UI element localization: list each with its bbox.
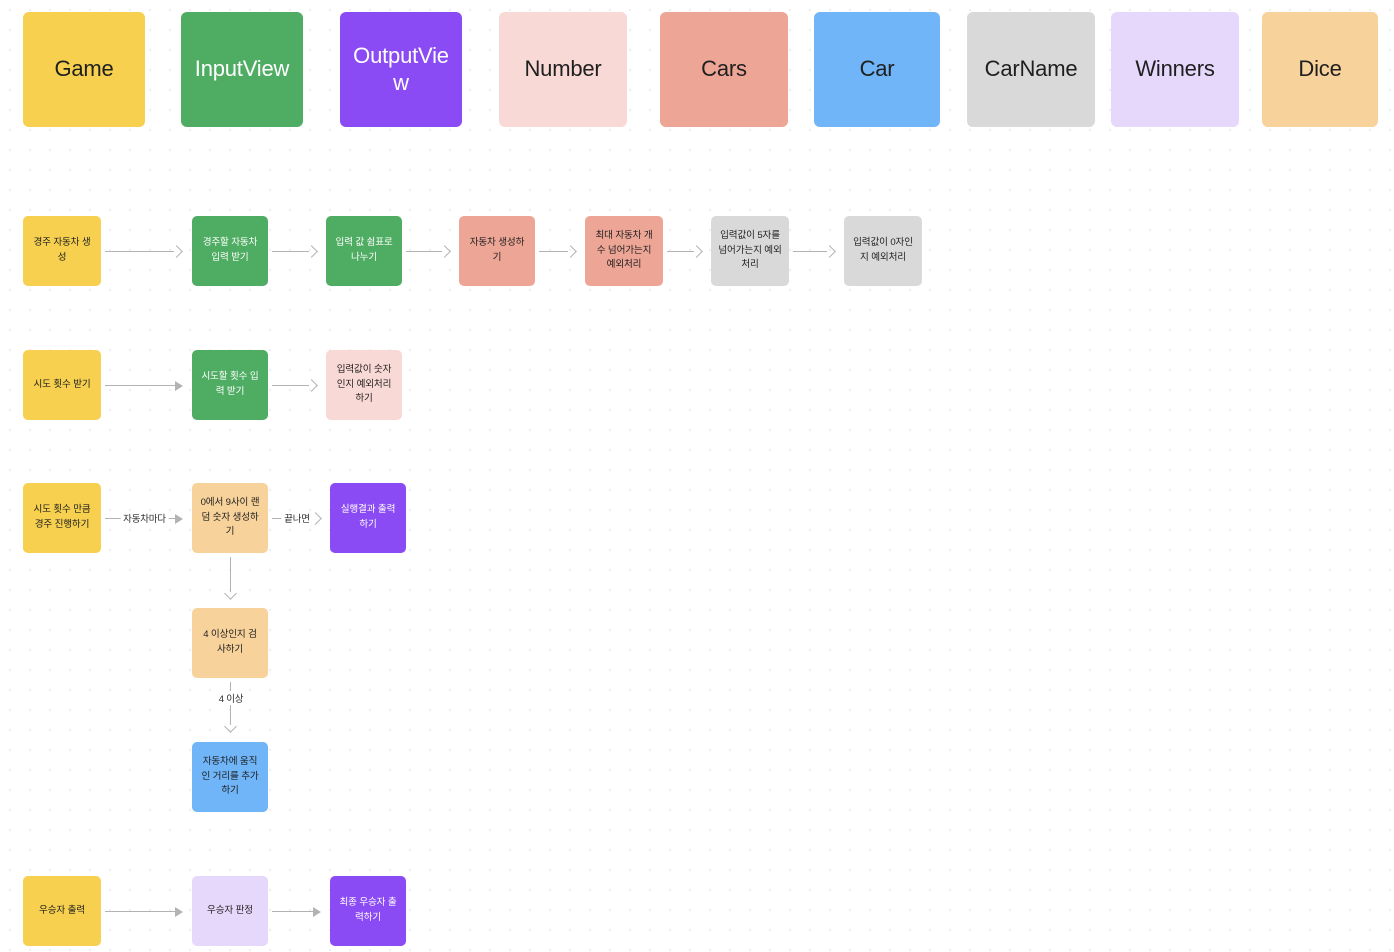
edge-arrowhead-e12 xyxy=(223,720,237,733)
flow-node-print-final-winners[interactable]: 최종 우승자 출력하기 xyxy=(330,876,406,946)
edge-line-e2 xyxy=(272,251,309,252)
flow-node-judge-winners[interactable]: 우승자 판정 xyxy=(192,876,268,946)
flow-node-input-try-count[interactable]: 시도할 횟수 입력 받기 xyxy=(192,350,268,420)
edge-arrowhead-e9 xyxy=(175,513,183,524)
flow-node-input-cars[interactable]: 경주할 자동차 입력 받기 xyxy=(192,216,268,286)
flow-node-race-by-try-count[interactable]: 시도 횟수 만큼 경주 진행하기 xyxy=(23,483,101,553)
edge-arrowhead-e2 xyxy=(305,244,318,258)
edge-line-e8 xyxy=(272,385,309,386)
flow-node-print-winners[interactable]: 우승자 출력 xyxy=(23,876,101,946)
edge-arrowhead-e14 xyxy=(313,906,321,917)
flow-node-create-cars[interactable]: 경주 자동차 생성 xyxy=(23,216,101,286)
edge-arrowhead-e1 xyxy=(170,244,183,258)
flow-node-add-distance[interactable]: 자동차에 움직인 거리를 추가하기 xyxy=(192,742,268,812)
edge-arrowhead-e7 xyxy=(175,380,183,391)
flow-node-check-ge-4[interactable]: 4 이상인지 검사하기 xyxy=(192,608,268,678)
edge-line-e5 xyxy=(667,251,694,252)
flow-node-len5-exception[interactable]: 입력값이 5자를 넘어가는지 예외처리 xyxy=(711,216,789,286)
class-card-dice[interactable]: Dice xyxy=(1262,12,1378,127)
edge-label-e12: 4 이상 xyxy=(215,691,247,705)
class-card-cars[interactable]: Cars xyxy=(660,12,788,127)
edge-arrowhead-e6 xyxy=(823,244,836,258)
flow-node-get-try-count[interactable]: 시도 횟수 받기 xyxy=(23,350,101,420)
edge-arrowhead-e4 xyxy=(564,244,577,258)
edge-arrowhead-e3 xyxy=(438,244,451,258)
edge-label-e10: 끝나면 xyxy=(281,511,313,525)
edge-line-e11 xyxy=(230,557,231,592)
class-card-number[interactable]: Number xyxy=(499,12,627,127)
edge-line-e6 xyxy=(793,251,827,252)
flow-node-len0-exception[interactable]: 입력값이 0자인지 예외처리 xyxy=(844,216,922,286)
edge-label-e9: 자동차마다 xyxy=(120,511,169,525)
edge-line-e4 xyxy=(539,251,568,252)
flow-node-split-comma[interactable]: 입력 값 쉼표로 나누기 xyxy=(326,216,402,286)
edge-arrowhead-e13 xyxy=(175,906,183,917)
edge-line-e7 xyxy=(105,385,175,386)
flow-node-number-exception[interactable]: 입력값이 숫자인지 예외처리하기 xyxy=(326,350,402,420)
flow-node-max-count-exception[interactable]: 최대 자동차 개수 넘어가는지 예외처리 xyxy=(585,216,663,286)
edge-arrowhead-e11 xyxy=(223,587,237,600)
edge-line-e1 xyxy=(105,251,174,252)
edge-arrowhead-e8 xyxy=(305,378,318,392)
class-card-car[interactable]: Car xyxy=(814,12,940,127)
class-card-carname[interactable]: CarName xyxy=(967,12,1095,127)
class-card-game[interactable]: Game xyxy=(23,12,145,127)
edge-arrowhead-e5 xyxy=(690,244,703,258)
edge-line-e3 xyxy=(406,251,442,252)
class-card-winners[interactable]: Winners xyxy=(1111,12,1239,127)
class-card-outputview[interactable]: OutputView xyxy=(340,12,462,127)
edge-line-e13 xyxy=(105,911,175,912)
class-card-inputview[interactable]: InputView xyxy=(181,12,303,127)
flow-node-random-number[interactable]: 0에서 9사이 랜덤 숫자 생성하기 xyxy=(192,483,268,553)
edge-line-e14 xyxy=(272,911,313,912)
flow-node-make-car[interactable]: 자동차 생성하기 xyxy=(459,216,535,286)
flow-node-print-result[interactable]: 실행결과 출력하기 xyxy=(330,483,406,553)
